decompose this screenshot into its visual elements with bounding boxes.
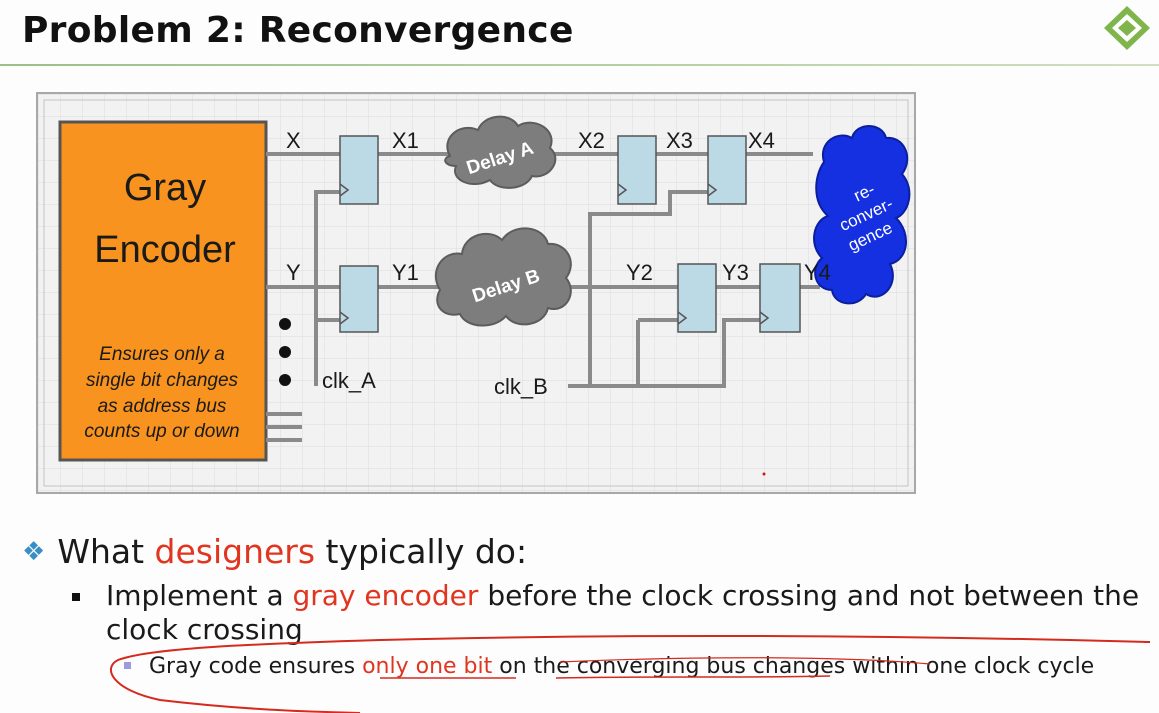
bullet2-highlight: gray encoder <box>292 579 479 612</box>
bullet3-highlight: only one bit <box>362 654 493 679</box>
label-x2: X2 <box>578 128 605 153</box>
encoder-note-line2: single bit changes <box>86 370 239 391</box>
label-y1: Y1 <box>392 260 419 285</box>
small-square-bullet-icon <box>124 662 131 669</box>
ellipsis-dot <box>279 374 291 386</box>
label-clk-a: clk_A <box>322 368 376 393</box>
bullet1-suffix: typically do: <box>315 532 528 571</box>
encoder-title-line1: Gray <box>124 167 206 209</box>
encoder-title-line2: Encoder <box>94 229 236 271</box>
delay-a-cloud: Delay A <box>444 115 557 189</box>
label-y2: Y2 <box>626 260 653 285</box>
label-y4: Y4 <box>804 260 831 285</box>
label-clk-b: clk_B <box>494 374 548 399</box>
encoder-note-line1: Ensures only a <box>99 344 225 365</box>
bullet-level3: Gray code ensures only one bit on the co… <box>124 654 1094 679</box>
diamond-bullet-icon: ❖ <box>22 537 46 567</box>
gray-encoder-block <box>58 120 268 462</box>
label-x: X <box>286 128 301 153</box>
bullet2-prefix: Implement a <box>106 579 293 612</box>
label-x3: X3 <box>666 128 693 153</box>
delay-b-cloud: Delay B <box>434 227 572 327</box>
encoder-note-line3: as address bus <box>98 396 227 417</box>
reconvergence-cloud: re- conver- gence <box>813 125 911 305</box>
flip-flops <box>339 135 801 333</box>
bullet1-prefix: What <box>57 532 155 571</box>
bullet-level1: ❖ What designers typically do: <box>22 532 527 571</box>
reconvergence-diagram: Gray Encoder Ensures only a single bit c… <box>38 94 914 492</box>
title-divider <box>0 64 1159 66</box>
logo-icon <box>1104 6 1150 50</box>
slide-title: Problem 2: Reconvergence <box>22 10 574 51</box>
label-y: Y <box>286 260 301 285</box>
ellipsis-dot <box>279 346 291 358</box>
wires <box>266 152 820 442</box>
bullet1-highlight: designers <box>154 532 316 571</box>
bullet3-prefix: Gray code ensures <box>149 654 363 679</box>
encoder-note-line4: counts up or down <box>84 421 239 442</box>
ellipsis-dot <box>279 318 291 330</box>
bullet3-suffix: on the converging bus changes within one… <box>492 654 1095 679</box>
label-y3: Y3 <box>722 260 749 285</box>
label-x1: X1 <box>392 128 419 153</box>
label-x4: X4 <box>748 128 775 153</box>
square-bullet-icon <box>72 593 80 601</box>
